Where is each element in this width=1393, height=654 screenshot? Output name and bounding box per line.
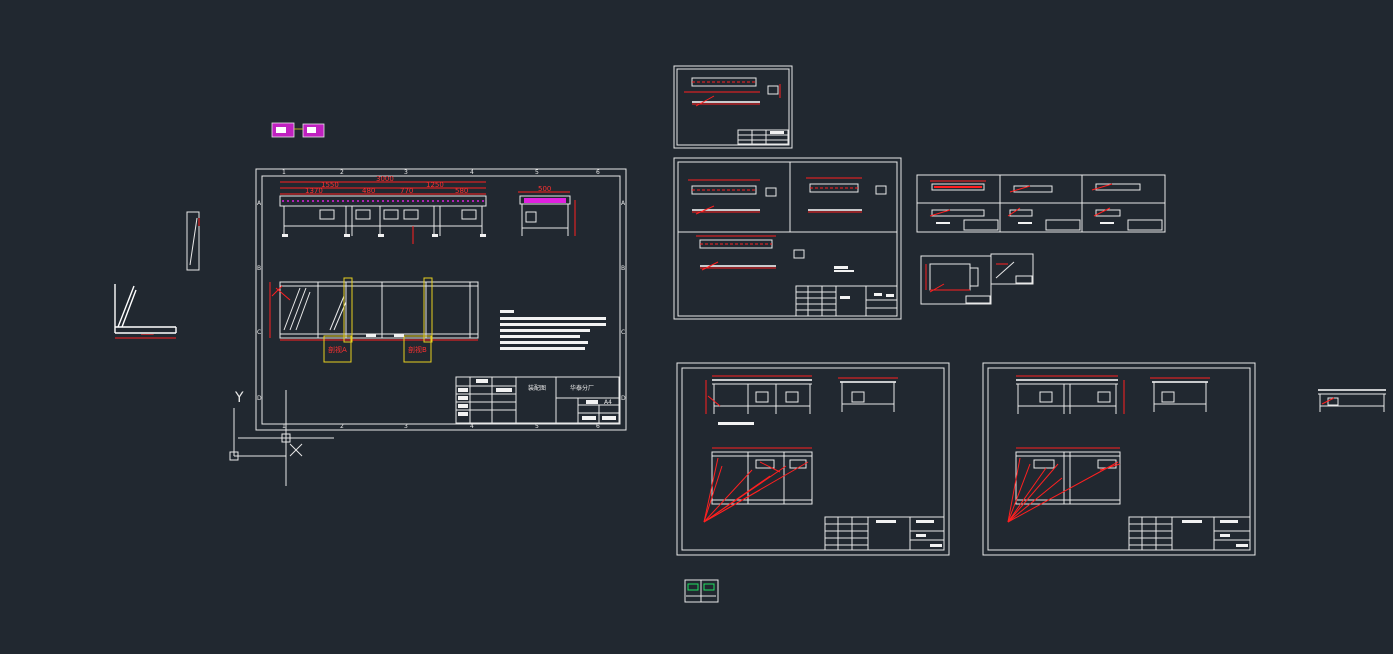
part-sheet-5[interactable] [990,253,1034,285]
front-view-dimensions: 3000 1550 1250 1370 480 770 580 [280,175,486,195]
main-assembly-sheet[interactable]: 1 2 3 4 5 6 A B C D A B C D 3000 1550 12… [255,168,627,431]
grid-col-3: 3 [404,169,408,176]
dim-seg-e: 770 [400,187,413,195]
grid-col-4: 4 [470,169,474,176]
dim-seg-f: 580 [455,187,468,195]
conveyor-plan-view[interactable]: 剖视A 剖视B [269,277,479,363]
section-label-b: 剖视B [408,345,427,354]
svg-text:5: 5 [535,423,539,430]
small-thumbnail-bottom[interactable] [684,579,719,603]
grid-col-1: 1 [282,169,286,176]
drawing-name: 装配图 [528,384,546,392]
technical-notes [500,310,606,350]
conveyor-front-view[interactable] [279,195,487,244]
section-label-a: 剖视A [328,345,347,354]
grid-row-a: A [257,200,262,207]
svg-text:───: ─── [140,331,154,339]
part-sheet-2[interactable] [673,157,902,320]
dim-seg-d: 480 [362,187,375,195]
svg-text:C: C [621,329,625,336]
ucs-y-label: Y [234,390,244,406]
grid-col-6: 6 [596,169,600,176]
main-title-block[interactable]: 装配图 华泰分厂 A4 [455,376,620,424]
grid-row-d: D [257,395,262,402]
svg-text:1: 1 [282,423,286,430]
grid-col-5: 5 [535,169,539,176]
svg-text:6: 6 [596,423,600,430]
svg-text:3: 3 [404,423,408,430]
brace-detail[interactable] [186,211,200,271]
svg-text:A: A [621,200,626,207]
grid-col-2: 2 [340,169,344,176]
small-block-thumbnails[interactable] [271,122,325,138]
part-sheet-4[interactable] [920,255,992,305]
frame-detail-right[interactable] [1318,389,1386,412]
part-sheet-3[interactable] [916,174,1166,233]
part-sheet-1[interactable] [673,65,793,149]
dim-side-width: 500 [538,185,551,193]
svg-text:B: B [621,265,625,272]
dim-overall: 3000 [376,175,394,183]
sheet-scale: A4 [604,399,612,406]
svg-text:D: D [621,395,626,402]
svg-text:4: 4 [470,423,474,430]
company-name: 华泰分厂 [570,384,594,392]
grid-row-b: B [257,265,261,272]
conveyor-side-view[interactable]: 500 [518,185,576,236]
grid-row-c: C [257,329,261,336]
dim-seg-a: 1550 [321,181,339,189]
ucs-icon: Y [229,390,334,486]
dim-seg-c: 1370 [305,187,323,195]
frame-sheet-a[interactable] [676,362,950,556]
frame-sheet-b[interactable] [982,362,1256,556]
dim-seg-b: 1250 [426,181,444,189]
angle-bracket-detail[interactable]: ─── [114,284,177,339]
svg-text:2: 2 [340,423,344,430]
